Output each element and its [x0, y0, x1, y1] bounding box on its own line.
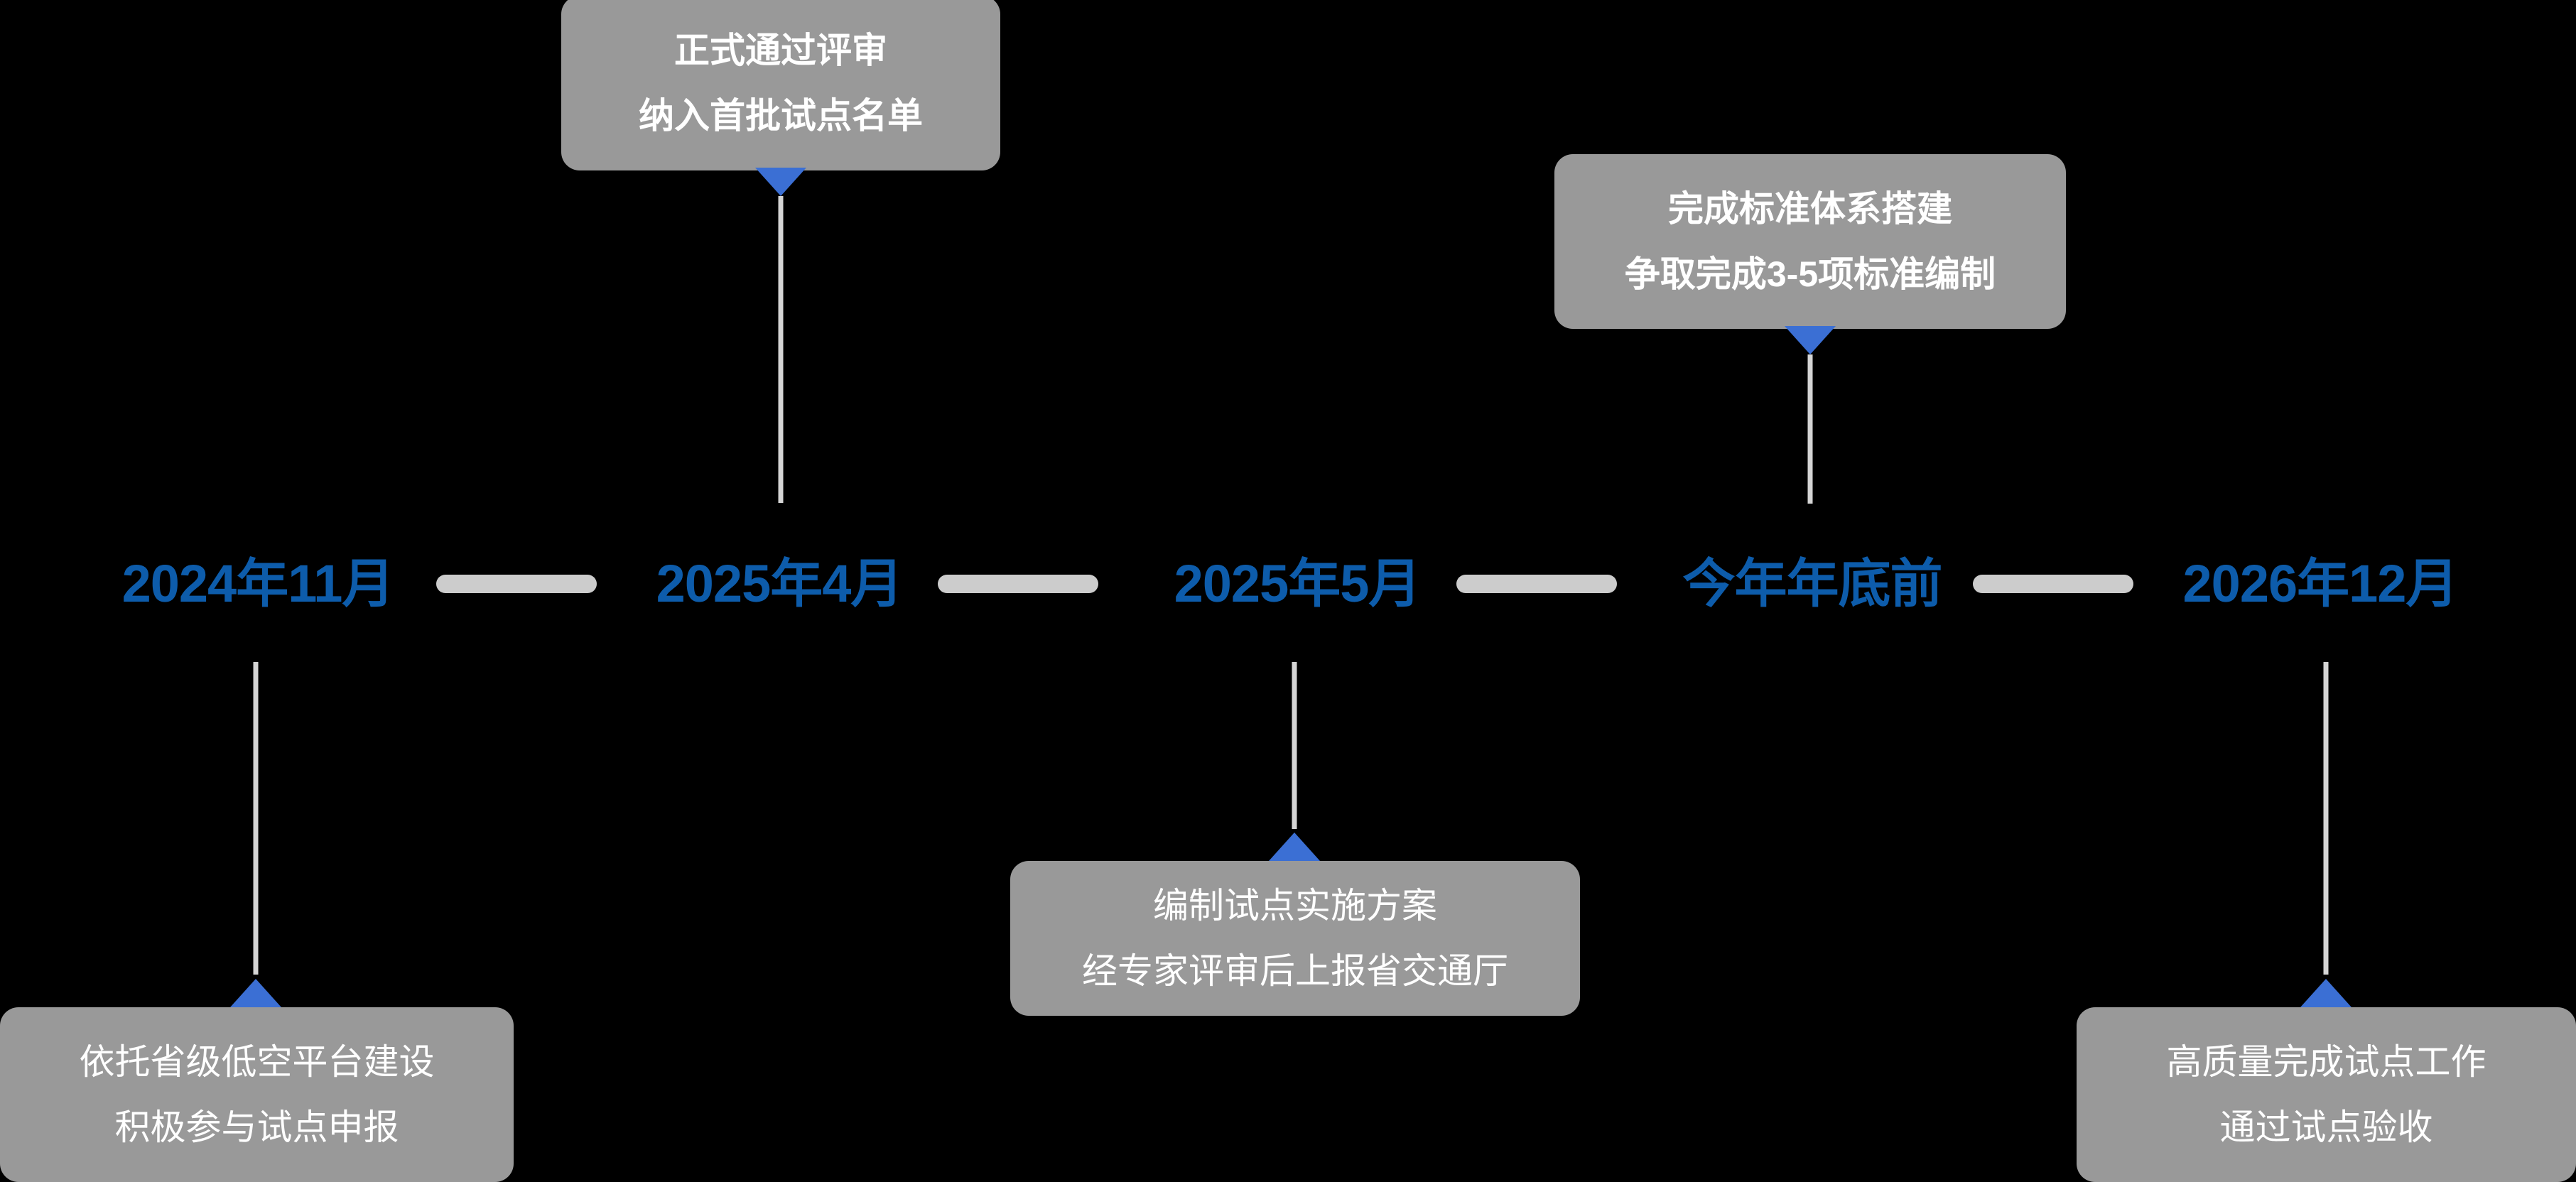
callout-line-1: 正式通过评审: [674, 31, 887, 70]
callout-line-2: 纳入首批试点名单: [639, 96, 923, 136]
pointer-up-icon-2024-11: [230, 979, 281, 1007]
callout-line-2: 通过试点验收: [2219, 1107, 2433, 1147]
callout-box-2025-04[interactable]: 正式通过评审 纳入首批试点名单: [561, 0, 1000, 170]
milestone-label-year-end[interactable]: 今年年底前: [1682, 554, 1943, 613]
milestone-label-2026-12[interactable]: 2026年12月: [2182, 554, 2459, 613]
axis-bar-4: [1973, 575, 2133, 593]
callout-box-2025-05[interactable]: 编制试点实施方案 经专家评审后上报省交通厅: [1010, 861, 1580, 1016]
callout-line-1: 完成标准体系搭建: [1668, 189, 1952, 229]
connector-line-2025-05: [1292, 662, 1297, 829]
callout-line-1: 高质量完成试点工作: [2166, 1042, 2486, 1082]
axis-bar-2: [938, 575, 1098, 593]
connector-line-2026-12: [2323, 662, 2329, 975]
pointer-down-icon-2025-04: [755, 168, 806, 196]
callout-box-2024-11[interactable]: 依托省级低空平台建设 积极参与试点申报: [0, 1007, 514, 1182]
milestone-label-2024-11[interactable]: 2024年11月: [121, 554, 395, 613]
milestone-label-2025-04[interactable]: 2025年4月: [656, 554, 904, 613]
connector-line-year-end: [1807, 354, 1813, 504]
pointer-down-icon-year-end: [1785, 326, 1836, 354]
pointer-up-icon-2025-05: [1269, 833, 1320, 861]
milestone-label-2025-05[interactable]: 2025年5月: [1174, 554, 1422, 613]
callout-line-2: 积极参与试点申报: [114, 1107, 399, 1147]
pointer-up-icon-2026-12: [2300, 979, 2352, 1007]
callout-line-1: 编制试点实施方案: [1153, 886, 1437, 926]
callout-line-2: 争取完成3-5项标准编制: [1624, 254, 1996, 294]
axis-bar-3: [1456, 575, 1617, 593]
connector-line-2024-11: [253, 662, 259, 975]
callout-line-1: 依托省级低空平台建设: [79, 1042, 435, 1082]
callout-box-2026-12[interactable]: 高质量完成试点工作 通过试点验收: [2077, 1007, 2576, 1182]
callout-box-year-end[interactable]: 完成标准体系搭建 争取完成3-5项标准编制: [1554, 154, 2066, 329]
connector-line-2025-04: [778, 196, 784, 503]
axis-bar-1: [436, 575, 597, 593]
callout-line-2: 经专家评审后上报省交通厅: [1082, 951, 1508, 991]
